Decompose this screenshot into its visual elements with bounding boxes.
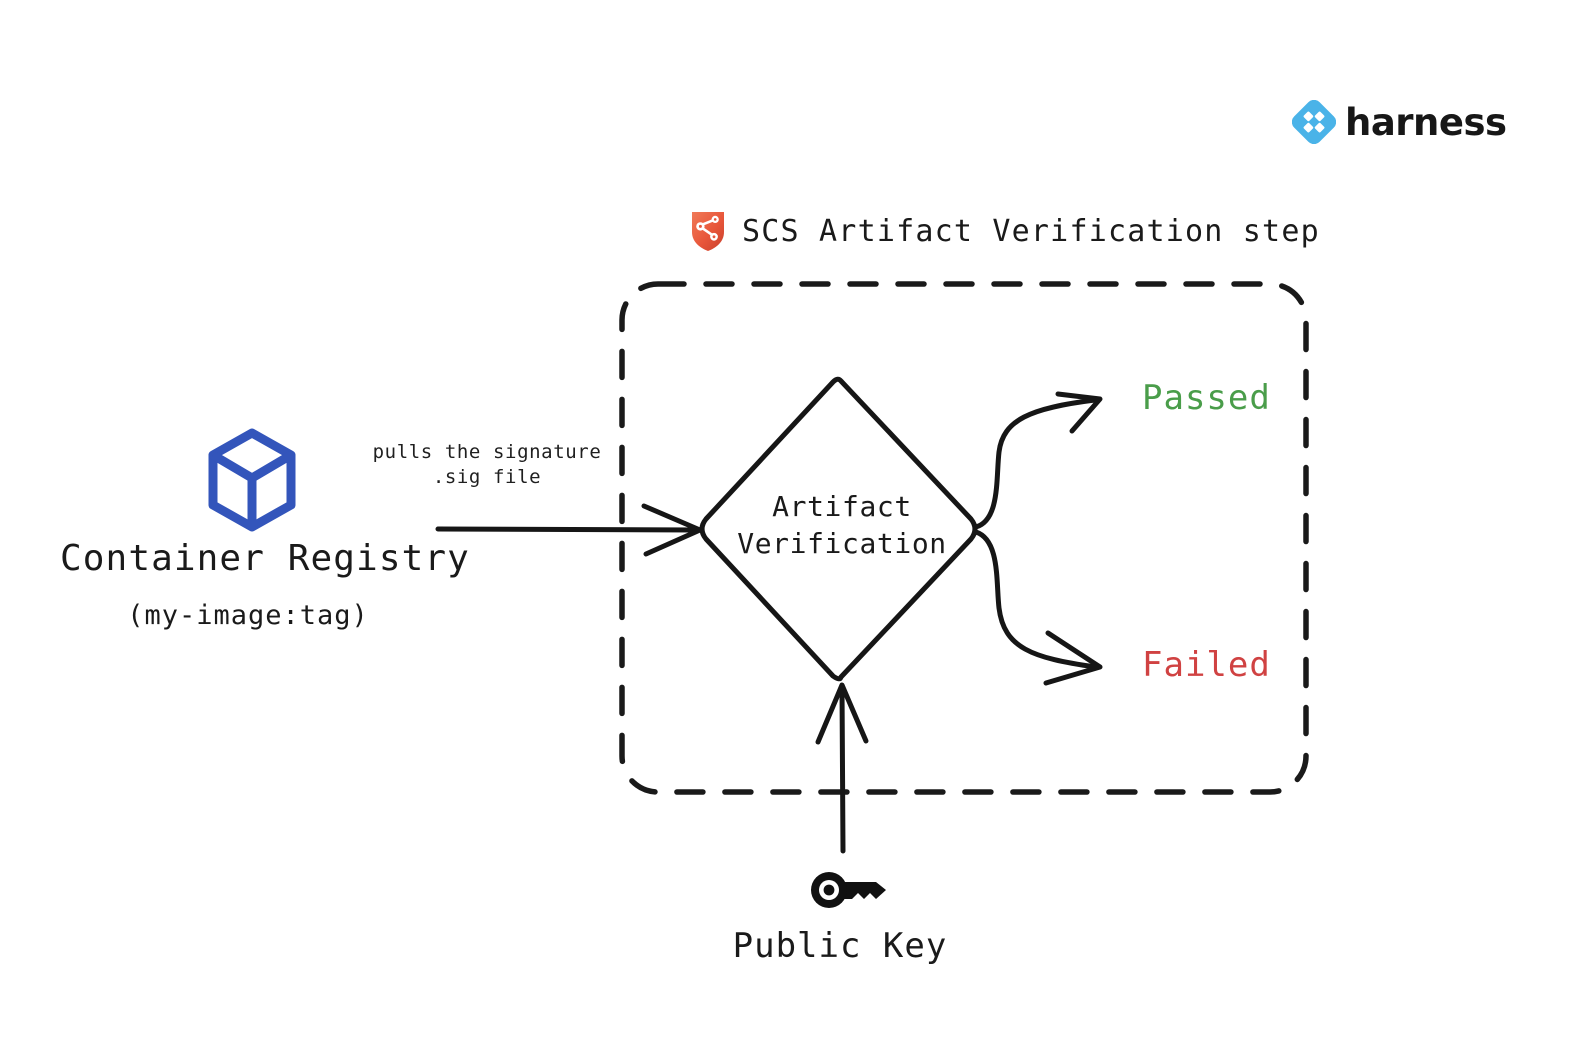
- edge-publickey-to-verification: [815, 682, 869, 854]
- outcome-failed-label: Failed: [1142, 645, 1271, 685]
- outcome-passed-label: Passed: [1142, 378, 1271, 418]
- container-registry-sublabel: (my-image:tag): [127, 600, 369, 631]
- harness-brand: harness: [1292, 100, 1507, 144]
- edge-label-line2: .sig file: [432, 466, 542, 488]
- artifact-verification-label-line1: Artifact: [772, 490, 912, 523]
- artifact-verification-label-line2: Verification: [737, 527, 947, 560]
- edge-label-line1: pulls the signature: [372, 441, 602, 463]
- scs-shield-icon: [692, 212, 724, 251]
- harness-wordmark: harness: [1345, 100, 1507, 144]
- container-cube-icon: [208, 428, 296, 532]
- harness-diamond-logo-icon: [1292, 100, 1336, 144]
- edge-registry-to-verification: [435, 503, 703, 557]
- scs-step-boundary: [619, 281, 1309, 795]
- page-title: SCS Artifact Verification step: [742, 213, 1320, 249]
- edge-verification-to-failed: [973, 529, 1103, 686]
- container-registry-label: Container Registry: [60, 538, 470, 579]
- public-key-label: Public Key: [732, 926, 948, 966]
- step-title-group: SCS Artifact Verification step: [690, 210, 1320, 252]
- artifact-verification-label: Artifact Verification: [706, 488, 978, 562]
- edge-label-pulls-signature: pulls the signature .sig file: [372, 440, 602, 490]
- key-icon: [811, 872, 886, 908]
- edge-verification-to-passed: [973, 391, 1103, 530]
